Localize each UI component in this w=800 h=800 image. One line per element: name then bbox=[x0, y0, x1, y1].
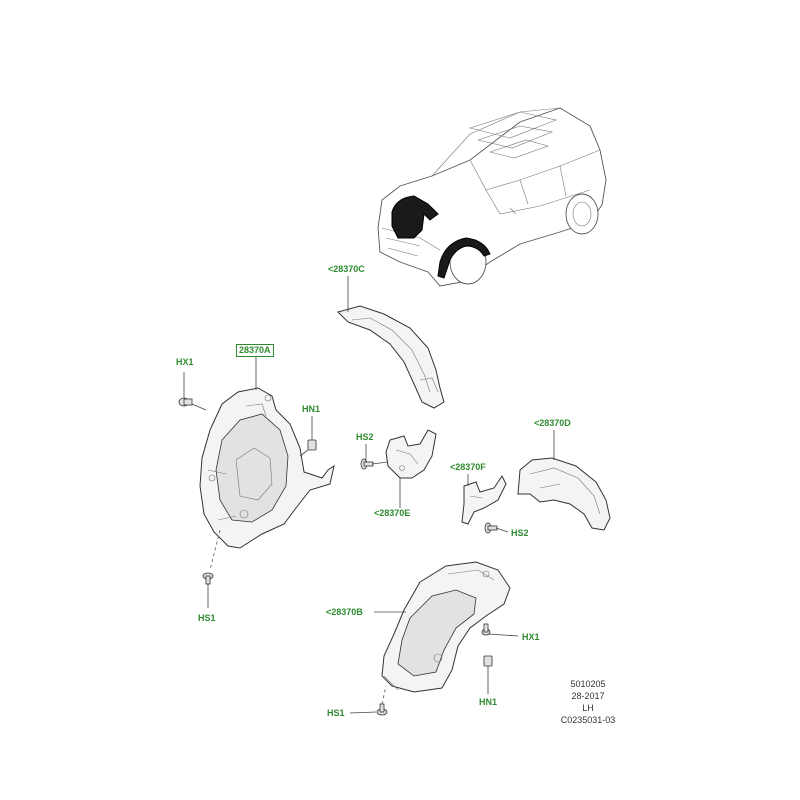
callout-hs1-bottom[interactable]: HS1 bbox=[327, 708, 345, 718]
drawing-side: LH bbox=[582, 703, 594, 713]
callout-hs2-mid[interactable]: HS2 bbox=[356, 432, 374, 442]
fastener-hs2-right bbox=[484, 522, 498, 534]
liner-28370D bbox=[517, 457, 611, 531]
drawing-number: 5010205 bbox=[570, 679, 606, 689]
callout-28370C[interactable]: <28370C bbox=[328, 264, 365, 274]
fastener-hn1-left bbox=[307, 439, 317, 451]
callout-28370D[interactable]: <28370D bbox=[534, 418, 571, 428]
wheel-liner-28370B bbox=[381, 561, 511, 693]
callout-hx1-right[interactable]: HX1 bbox=[522, 632, 540, 642]
fastener-hn1-right bbox=[483, 655, 493, 667]
callout-hs2-right[interactable]: HS2 bbox=[511, 528, 529, 538]
arch-extension-28370C bbox=[337, 305, 445, 409]
bracket-28370E bbox=[385, 429, 437, 479]
leader-lines bbox=[183, 276, 555, 714]
callout-28370B[interactable]: <28370B bbox=[326, 607, 363, 617]
callout-hn1-right[interactable]: HN1 bbox=[479, 697, 498, 707]
vehicle-overview-illustration bbox=[377, 107, 607, 287]
fastener-hs1-bottom bbox=[376, 703, 388, 716]
fastener-hx1-left bbox=[178, 397, 193, 407]
bracket-28370F bbox=[461, 475, 507, 525]
fastener-hx1-right bbox=[481, 623, 491, 636]
callout-hs1-left[interactable]: HS1 bbox=[198, 613, 216, 623]
drawing-code: C0235031-03 bbox=[560, 715, 616, 725]
callout-hn1-left[interactable]: HN1 bbox=[302, 404, 321, 414]
callout-28370E[interactable]: <28370E bbox=[374, 508, 411, 518]
callout-28370A[interactable]: 28370A bbox=[236, 344, 274, 357]
wheel-liner-28370A bbox=[199, 387, 335, 549]
fastener-hs1-left bbox=[202, 572, 214, 585]
drawing-date: 28-2017 bbox=[571, 691, 605, 701]
fastener-hs2-mid bbox=[360, 458, 374, 470]
drawing-info-block: 5010205 28-2017 LH C0235031-03 bbox=[548, 678, 628, 726]
callout-28370F[interactable]: <28370F bbox=[450, 462, 486, 472]
callout-hx1-left[interactable]: HX1 bbox=[176, 357, 194, 367]
